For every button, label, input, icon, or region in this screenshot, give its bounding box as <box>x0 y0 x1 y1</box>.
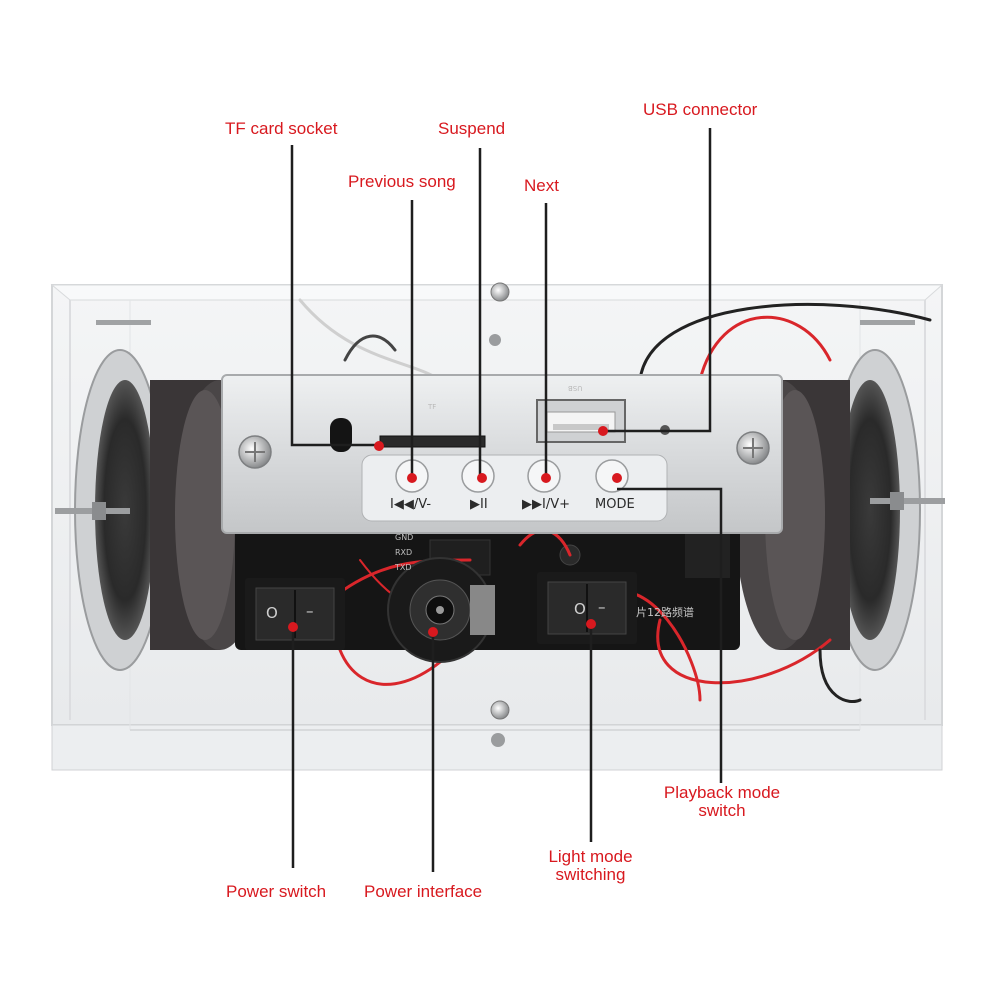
right-switch-off-mark: – <box>598 598 606 616</box>
callout-playback-mode-line1: Playback mode <box>663 783 781 802</box>
button-label-next-vol-up: ▶▶I/V+ <box>522 497 570 512</box>
dc-power-jack <box>387 557 495 663</box>
callout-tf-card-socket: TF card socket <box>225 119 338 138</box>
leader-lines <box>290 128 723 872</box>
pcb-txd-mark: TXD <box>395 563 412 572</box>
button-label-prev-vol-down: I◀◀/V- <box>390 497 432 512</box>
callout-power-interface: Power interface <box>364 882 483 901</box>
callout-usb-connector: USB connector <box>643 100 758 119</box>
side-screws <box>55 282 945 747</box>
callout-playback-mode-line2: switch <box>698 801 746 820</box>
right-rocker-switch <box>537 572 637 644</box>
callout-light-mode-line1: Light mode <box>548 847 633 866</box>
button-label-play-pause: ▶II <box>470 497 488 512</box>
tf-slot-mark: TF <box>428 403 437 411</box>
right-switch-on-mark: O <box>574 600 586 618</box>
callout-playback-mode-switch: Playback mode switch <box>652 784 792 820</box>
left-switch-off-mark: – <box>306 602 314 620</box>
left-switch-on-mark: O <box>266 604 278 622</box>
pcb-rxd-mark: RXD <box>395 548 413 557</box>
pcb-gnd-mark: GND <box>395 533 414 542</box>
callout-suspend: Suspend <box>438 119 506 138</box>
left-rocker-switch <box>245 578 345 650</box>
target-dots <box>288 426 622 637</box>
pcb-chinese-mark: 片12路频谱 <box>636 606 694 619</box>
callout-next: Next <box>524 176 559 195</box>
callout-light-mode-line2: switching <box>555 865 626 884</box>
callout-previous-song: Previous song <box>348 172 456 191</box>
button-label-mode: MODE <box>595 497 635 512</box>
callout-power-switch: Power switch <box>226 882 327 901</box>
control-panel <box>221 374 783 534</box>
usb-port-mark: USB <box>568 384 583 392</box>
callout-light-mode-switching: Light mode switching <box>528 848 653 884</box>
